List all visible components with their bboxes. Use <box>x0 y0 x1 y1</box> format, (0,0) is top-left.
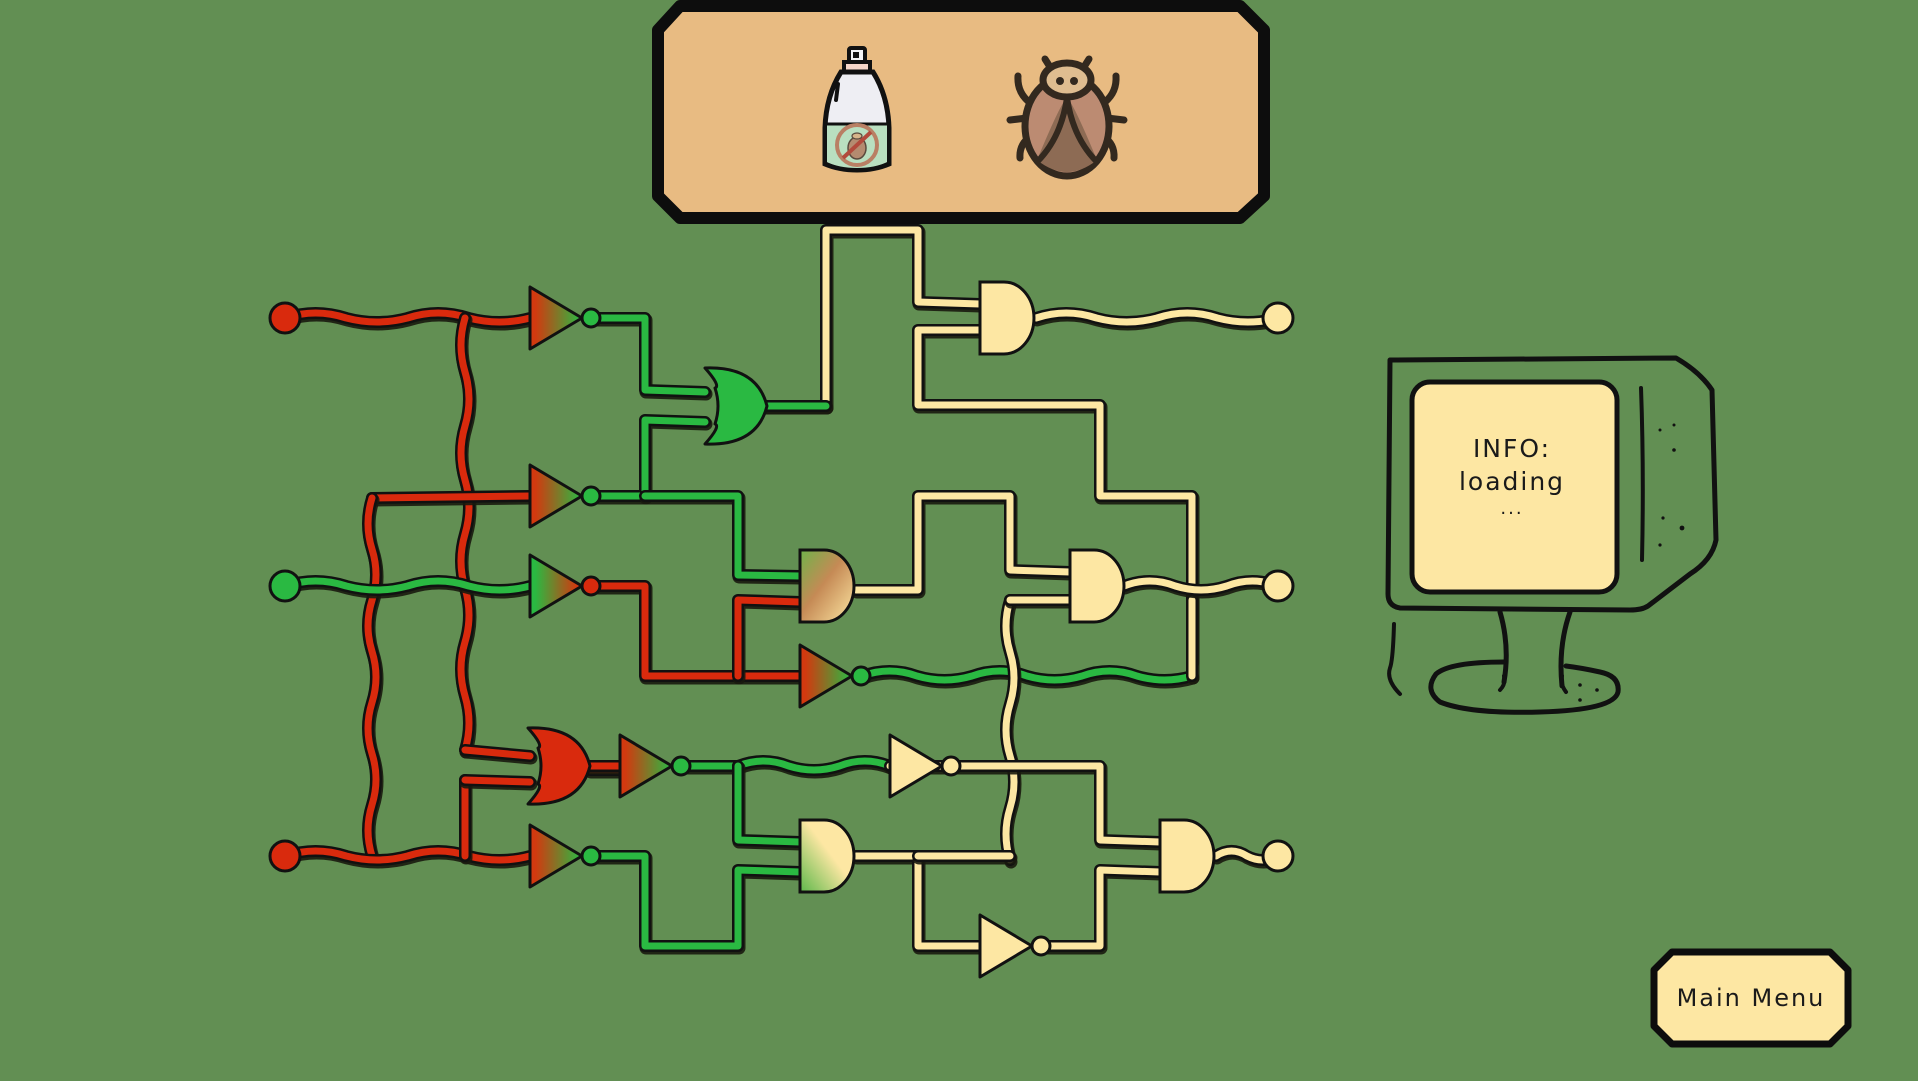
not-gate-5 <box>618 733 692 799</box>
info-status: loading <box>1458 467 1566 496</box>
input-node-c[interactable] <box>268 839 302 873</box>
not-gate-2 <box>528 463 602 529</box>
wire <box>366 490 538 507</box>
and-gate-2 <box>798 548 856 624</box>
wire <box>586 414 713 505</box>
wire <box>950 760 1168 851</box>
main-menu-button-shape <box>1650 948 1852 1048</box>
info-text: INFO: loading ... <box>1412 432 1612 520</box>
wire <box>639 490 808 585</box>
wire <box>459 744 538 765</box>
bug-icon[interactable] <box>1006 55 1128 180</box>
wire <box>362 492 384 865</box>
bug-spray-icon[interactable] <box>822 46 892 173</box>
wire <box>586 312 713 401</box>
main-menu-button[interactable]: Main Menu <box>1652 950 1850 1046</box>
wires <box>279 224 1286 955</box>
output-node-2[interactable] <box>1261 569 1295 603</box>
wire <box>1186 594 1200 685</box>
and-gate-3 <box>1068 548 1126 624</box>
or-gate-2 <box>526 726 592 806</box>
wire <box>1000 594 1022 869</box>
not-gate-7 <box>528 823 602 889</box>
wire <box>455 312 477 759</box>
not-gate-6 <box>888 733 962 799</box>
and-gate-4 <box>798 818 856 894</box>
output-node-3[interactable] <box>1261 839 1295 873</box>
level-panel <box>652 0 1270 224</box>
wire <box>1034 864 1168 955</box>
wire <box>1118 575 1286 599</box>
not-gate-1 <box>528 285 602 351</box>
wire <box>759 224 988 415</box>
wire <box>279 307 538 331</box>
wire <box>850 850 988 955</box>
and-gate-5 <box>1158 818 1216 894</box>
wire <box>279 845 538 869</box>
wire <box>586 580 808 685</box>
wire <box>732 760 808 851</box>
wire <box>459 774 473 865</box>
gates <box>268 280 1295 979</box>
wire <box>732 594 808 685</box>
not-gate-3 <box>528 553 602 619</box>
wire <box>459 774 538 791</box>
wire <box>1030 307 1286 331</box>
and-gate-1 <box>978 280 1036 356</box>
wire <box>912 324 1200 669</box>
wire <box>856 665 1200 689</box>
wire <box>586 850 808 955</box>
input-node-a[interactable] <box>268 301 302 335</box>
wire <box>912 850 1018 865</box>
info-monitor <box>1382 355 1719 715</box>
wire <box>279 575 538 599</box>
wire <box>584 760 628 775</box>
wire <box>732 755 898 779</box>
info-ellipsis: ... <box>1500 498 1524 519</box>
not-gate-8 <box>978 913 1052 979</box>
wire <box>759 400 834 415</box>
output-node-1[interactable] <box>1261 301 1295 335</box>
wire <box>1004 594 1078 609</box>
wire <box>850 490 1078 599</box>
info-title: INFO: <box>1472 434 1552 463</box>
or-gate-1 <box>703 366 769 446</box>
main-menu-label: Main Menu <box>1676 984 1826 1012</box>
input-node-b[interactable] <box>268 569 302 603</box>
not-gate-4 <box>798 643 872 709</box>
